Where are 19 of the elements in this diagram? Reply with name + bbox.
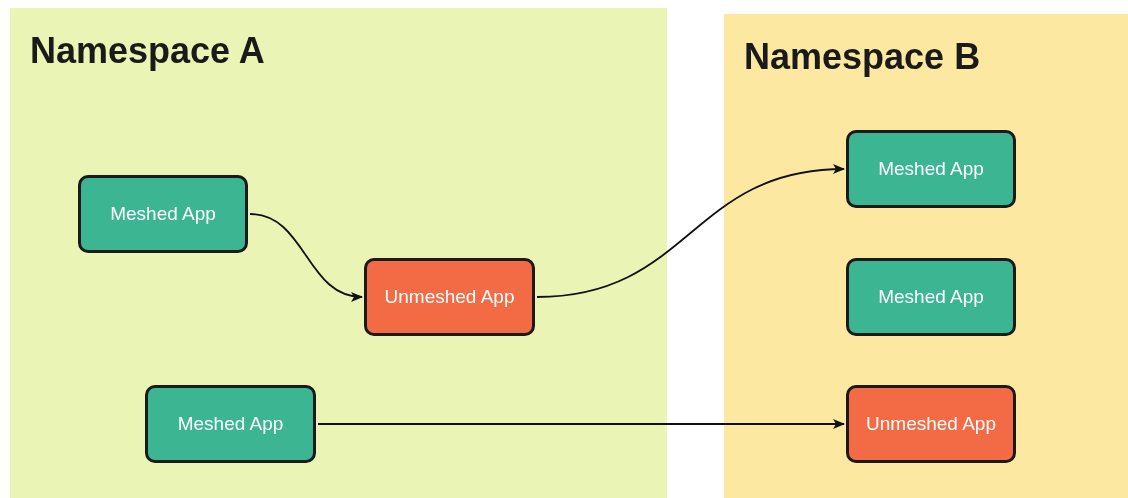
- namespace-panel: [724, 14, 1128, 498]
- arrow: [536, 164, 845, 298]
- namespace-panel: [10, 8, 667, 498]
- app-box: [145, 385, 316, 463]
- app-label: Unmeshed App: [384, 286, 515, 308]
- app-label: Meshed App: [878, 158, 984, 180]
- app-label: Unmeshed App: [866, 413, 996, 435]
- app-box: [846, 258, 1016, 336]
- app-label: Meshed App: [878, 286, 984, 308]
- arrow: [249, 213, 363, 301]
- app-box: [846, 385, 1016, 463]
- app-box: [846, 130, 1016, 208]
- panel-title: Namespace A: [30, 30, 265, 72]
- app-label: Meshed App: [177, 413, 284, 435]
- app-box: [78, 175, 248, 253]
- app-box: [364, 258, 535, 336]
- app-label: Meshed App: [110, 203, 216, 225]
- panel-title: Namespace B: [744, 36, 981, 78]
- arrow: [317, 419, 845, 429]
